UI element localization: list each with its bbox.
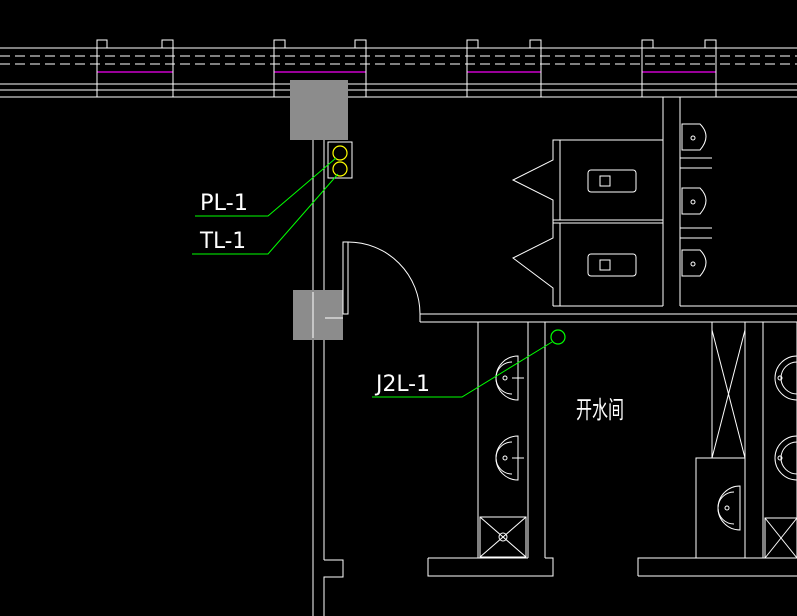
urinal-3 [681, 249, 707, 277]
column-mid-outline [312, 292, 343, 338]
washbasin-3 [717, 485, 741, 531]
washbasin-1 [495, 355, 524, 401]
pipe-shaft [327, 141, 353, 179]
pipe-tl1-icon [332, 161, 348, 177]
washbasin-4 [774, 355, 797, 401]
pipe-j2l1-icon [550, 329, 566, 345]
leader-j2l1 [372, 341, 553, 398]
column-mid [293, 290, 343, 340]
label-pl1: PL-1 [200, 191, 248, 216]
washbasin-2 [495, 435, 524, 481]
squat-toilet-1 [587, 169, 637, 193]
toilet-block [363, 96, 664, 307]
vertical-wall [312, 140, 344, 616]
squat-toilet-2 [587, 253, 637, 277]
door [342, 241, 421, 315]
right-fixture-block [637, 322, 797, 577]
label-j2l1: J2L-1 [374, 372, 430, 397]
label-tl1: TL-1 [199, 229, 246, 254]
urinal-1 [681, 123, 707, 151]
washbasin-5 [774, 435, 797, 481]
leader-pl1 [195, 157, 337, 217]
window-pilasters [96, 39, 717, 97]
urinal-wall [679, 96, 797, 307]
column-top [290, 80, 348, 140]
washbasin-counter [427, 322, 554, 577]
urinal-2 [681, 187, 707, 215]
room-name-water-room: 开水间 [576, 396, 624, 424]
corridor-walls [419, 313, 797, 323]
leader-tl1 [192, 173, 339, 255]
pipe-pl1-icon [332, 145, 348, 161]
